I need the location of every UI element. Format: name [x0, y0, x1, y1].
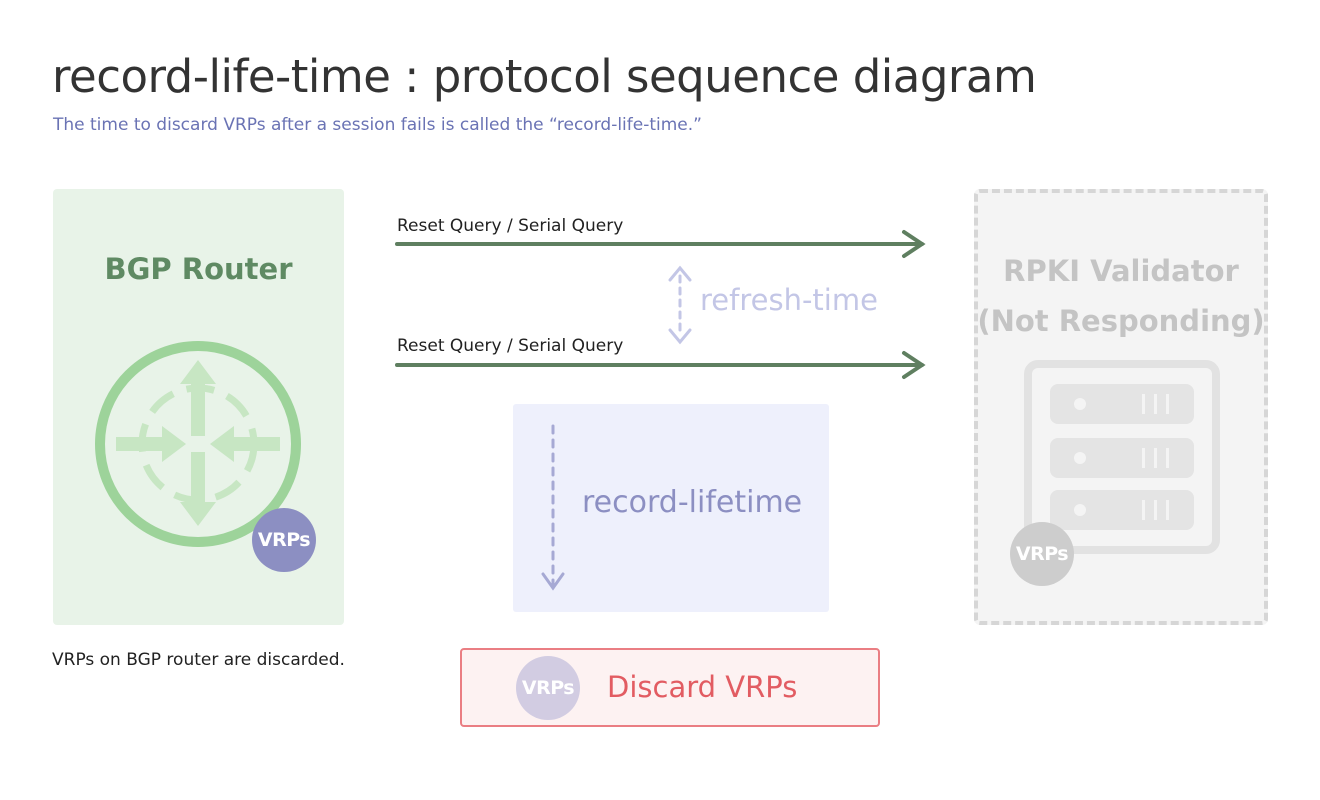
discard-label: Discard VRPs	[607, 670, 798, 704]
router-vrps-badge: VRPs	[252, 508, 316, 572]
validator-title-line2: (Not Responding)	[977, 304, 1265, 338]
query-label-2: Reset Query / Serial Query	[397, 336, 624, 356]
record-lifetime-box	[513, 404, 829, 612]
rpki-validator-title: RPKI Validator (Not Responding)	[974, 246, 1268, 346]
page-subtitle: The time to discard VRPs after a session…	[53, 115, 702, 135]
refresh-time-label: refresh-time	[700, 283, 878, 317]
discard-vrps-badge: VRPs	[516, 656, 580, 720]
record-lifetime-label: record-lifetime	[582, 485, 803, 520]
query-arrow-1	[395, 230, 926, 258]
router-note: VRPs on BGP router are discarded.	[52, 650, 345, 670]
refresh-interval-arrow	[668, 265, 692, 345]
server-icon	[1024, 360, 1220, 554]
bgp-router-title: BGP Router	[104, 252, 293, 286]
router-icon	[95, 341, 301, 547]
page-title: record-life-time : protocol sequence dia…	[52, 50, 1037, 103]
query-arrow-2	[395, 351, 926, 379]
lifetime-arrow	[541, 424, 565, 591]
validator-title-line1: RPKI Validator	[1003, 254, 1239, 288]
query-label-1: Reset Query / Serial Query	[397, 216, 624, 236]
validator-vrps-badge: VRPs	[1010, 522, 1074, 586]
